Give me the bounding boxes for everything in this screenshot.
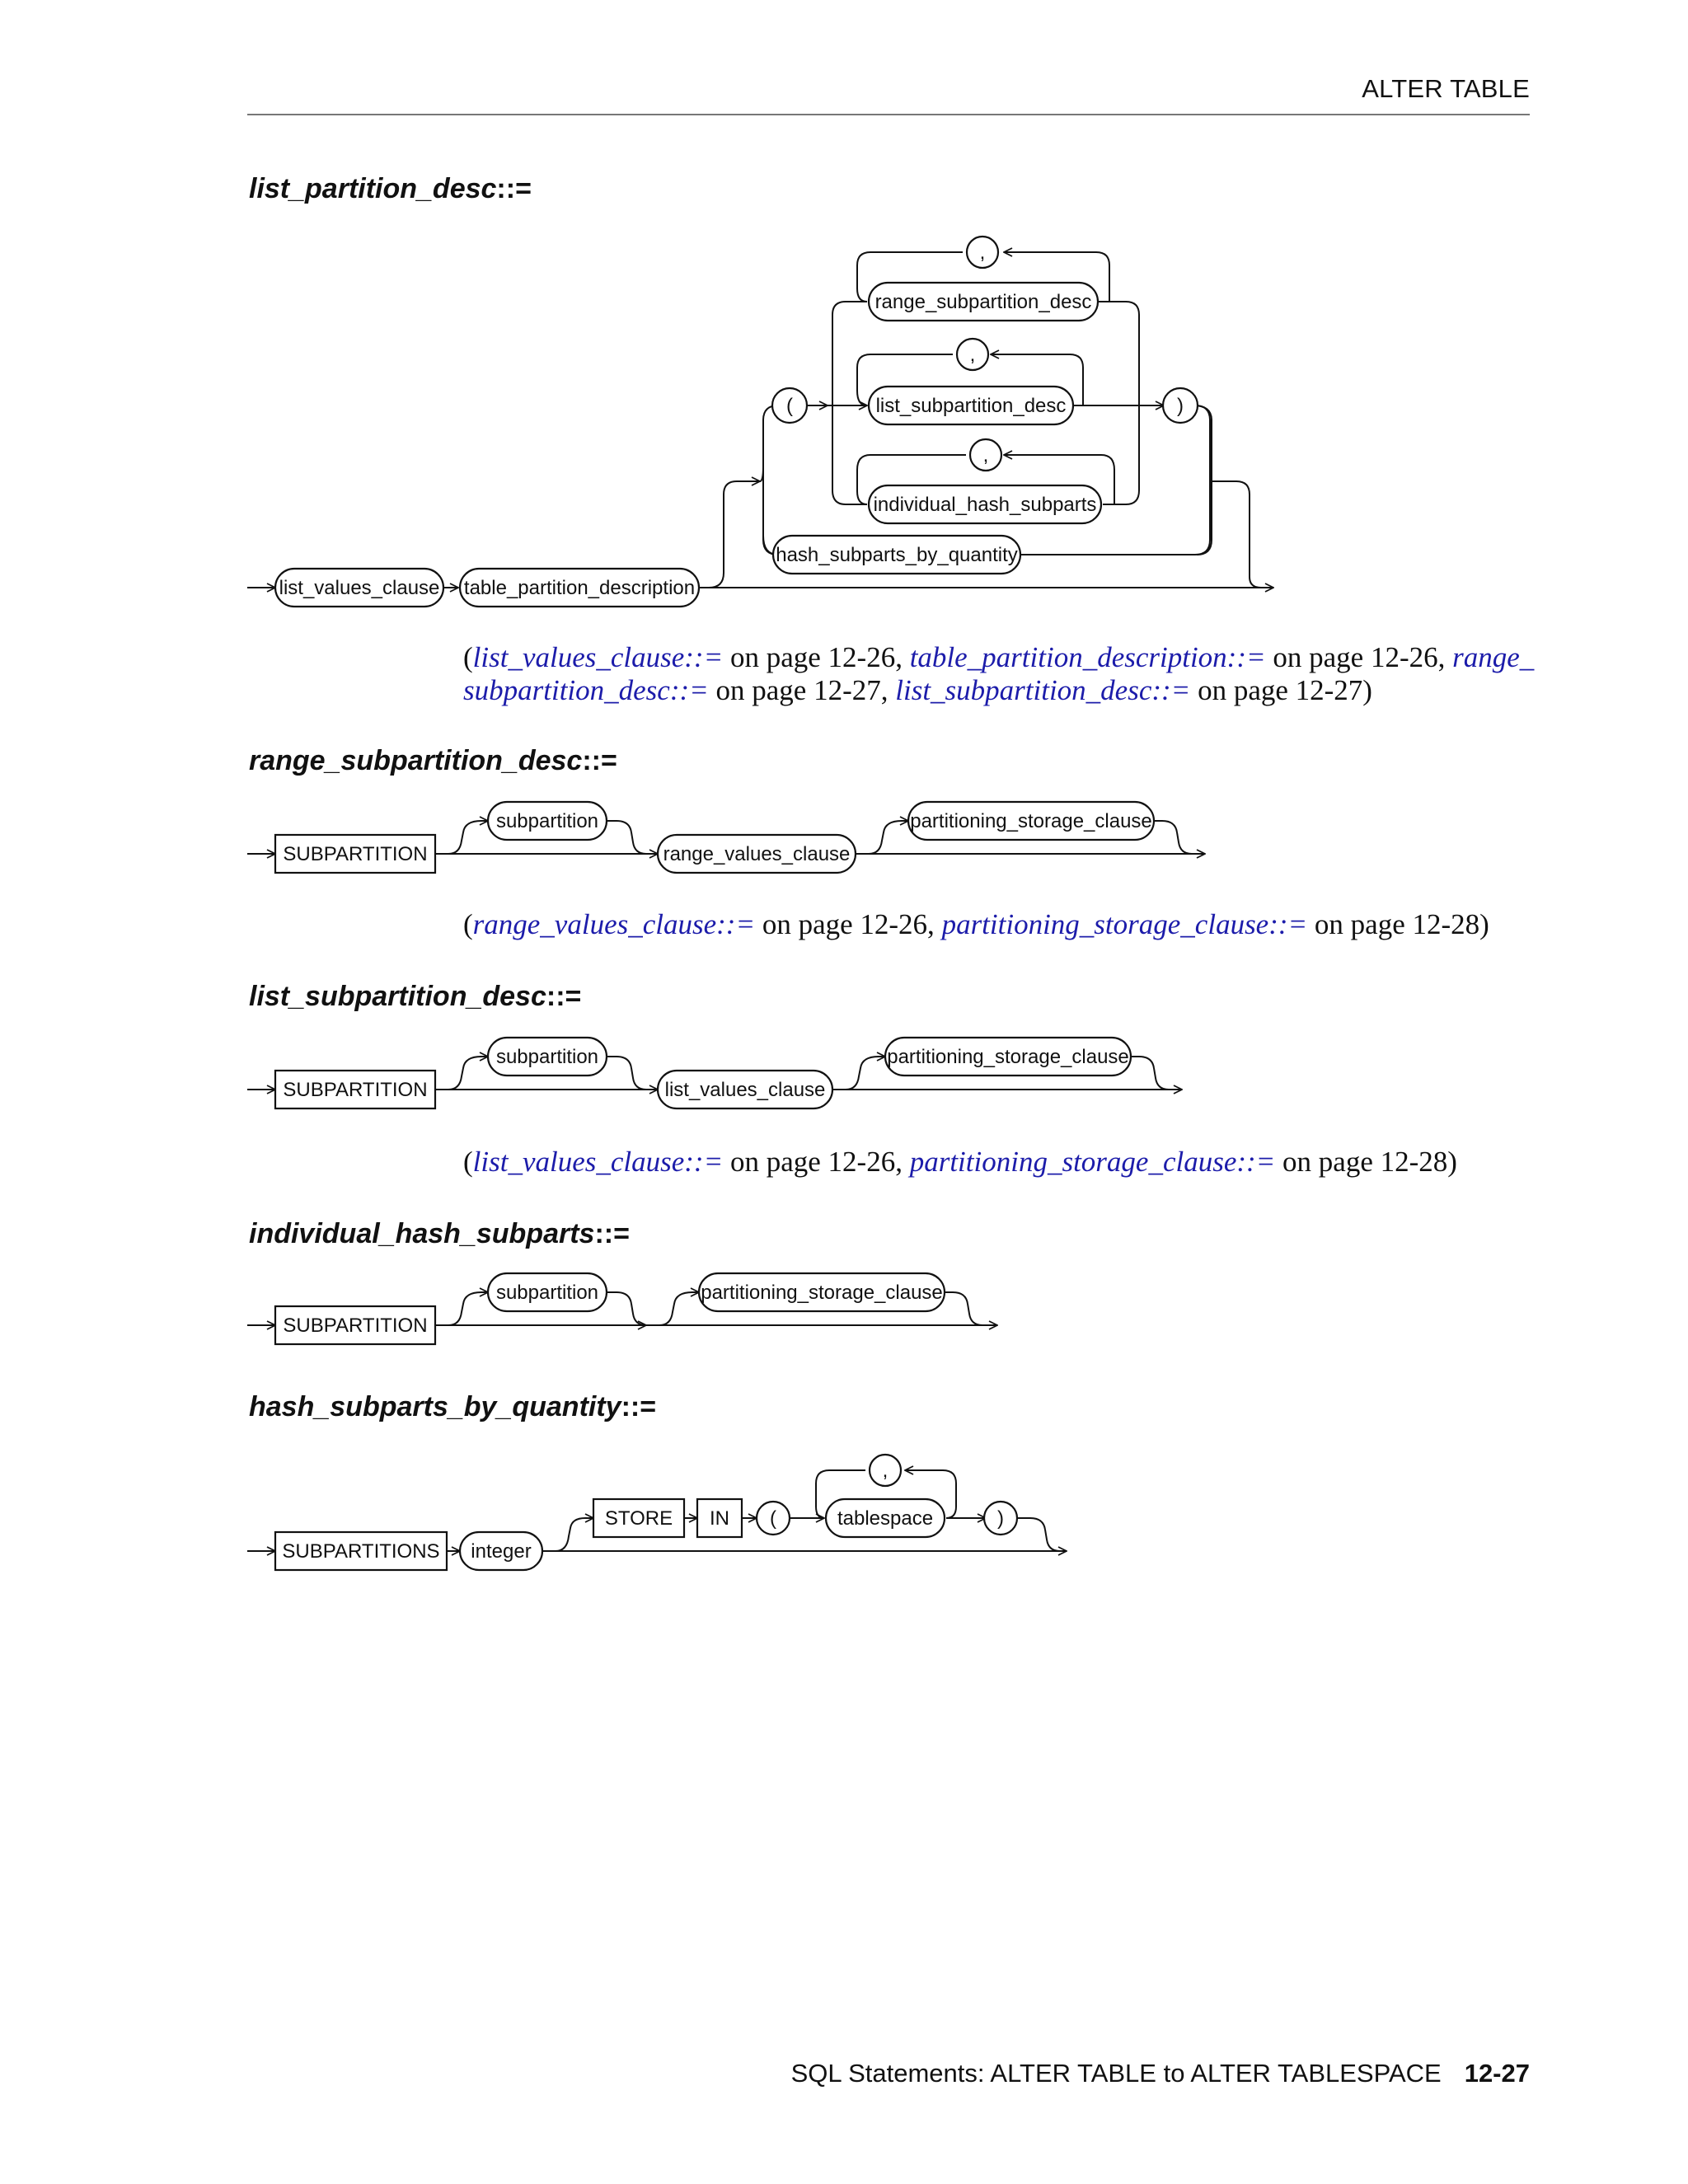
partitioning-storage-clause-node — [697, 1272, 946, 1313]
store-keyword-box — [592, 1497, 686, 1539]
subpartition-keyword-box — [274, 833, 437, 874]
section-title-list-partition-desc: list_partition_desc::= — [249, 173, 532, 204]
tablespace-node — [824, 1497, 946, 1539]
svg-text:partitioning_storage_clause: partitioning_storage_clause — [887, 1046, 1129, 1068]
svg-text:list_subpartition_desc: list_subpartition_desc — [876, 395, 1067, 417]
svg-text:subpartition: subpartition — [496, 810, 598, 832]
table-partition-description-node — [458, 567, 701, 608]
comma-node — [955, 337, 990, 372]
section-title-individual-hash-subparts: individual_hash_subparts::= — [249, 1218, 630, 1249]
left-paren-node — [771, 387, 809, 424]
section-title-list-subpartition-desc: list_subpartition_desc::= — [249, 981, 582, 1012]
syntax-diagram-list-partition-desc: list_values_clause table_partition_descr… — [247, 235, 1688, 608]
list-values-clause-node — [656, 1069, 834, 1110]
svg-text:subpartition: subpartition — [496, 1282, 598, 1304]
svg-text:,: , — [883, 1460, 889, 1482]
left-paren-node — [755, 1500, 791, 1536]
svg-text:partitioning_storage_clause: partitioning_storage_clause — [910, 810, 1152, 832]
cross-reference-2: (range_values_clause::= on page 12-26, p… — [463, 908, 1489, 940]
running-header-title: ALTER TABLE — [1362, 74, 1530, 103]
svg-text:range_values_clause: range_values_clause — [663, 843, 851, 865]
svg-text:list_values_clause: list_values_clause — [665, 1079, 826, 1101]
svg-text:IN: IN — [710, 1507, 729, 1530]
range-subpartition-desc-node — [867, 281, 1100, 322]
footer-title: SQL Statements: ALTER TABLE to ALTER TAB… — [790, 2059, 1442, 2088]
page-footer: SQL Statements: ALTER TABLE to ALTER TAB… — [791, 2059, 1530, 2088]
subpartition-keyword-box — [274, 1305, 437, 1346]
link-list-values-clause[interactable]: list_values_clause::= — [472, 1146, 724, 1178]
right-paren-node — [1161, 387, 1199, 424]
svg-text:,: , — [980, 241, 986, 264]
subpartition-node — [486, 1272, 608, 1313]
syntax-diagram-range-subpartition-desc: SUBPARTITION subpartition range_values_c… — [247, 800, 1688, 874]
link-range-subpartition-desc-cont[interactable]: subpartition_desc::= — [463, 674, 709, 706]
integer-node — [458, 1530, 544, 1572]
svg-text:(: ( — [770, 1507, 776, 1530]
svg-text:): ) — [1177, 395, 1184, 417]
syntax-diagram-hash-subparts-by-quantity: SUBPARTITIONS integer STORE IN ( , table… — [247, 1453, 1688, 1572]
subpartition-keyword-box — [274, 1069, 437, 1110]
svg-text:SUBPARTITIONS: SUBPARTITIONS — [282, 1540, 439, 1563]
page-number: 12-27 — [1464, 2059, 1530, 2088]
svg-text:table_partition_description: table_partition_description — [464, 577, 695, 599]
link-partitioning-storage-clause[interactable]: partitioning_storage_clause::= — [941, 908, 1308, 940]
list-subpartition-desc-node — [867, 385, 1075, 426]
partitioning-storage-clause-node — [884, 1036, 1132, 1077]
comma-node — [965, 235, 1000, 269]
svg-text:subpartition: subpartition — [496, 1046, 598, 1068]
svg-text:STORE: STORE — [605, 1507, 673, 1530]
link-table-partition-description[interactable]: table_partition_description::= — [909, 641, 1266, 673]
section-title-range-subpartition-desc: range_subpartition_desc::= — [249, 745, 617, 776]
page-header: ALTER TABLE — [247, 73, 1530, 115]
range-values-clause-node — [656, 833, 857, 874]
cross-reference-3: (list_values_clause::= on page 12-26, pa… — [463, 1146, 1457, 1178]
svg-text:partitioning_storage_clause: partitioning_storage_clause — [701, 1282, 943, 1304]
syntax-diagram-list-subpartition-desc: SUBPARTITION subpartition list_values_cl… — [247, 1036, 1688, 1110]
link-list-values-clause[interactable]: list_values_clause::= — [472, 641, 724, 673]
hash-subparts-by-quantity-node — [771, 534, 1022, 575]
svg-text:): ) — [997, 1507, 1004, 1530]
comma-node — [868, 1453, 903, 1488]
syntax-diagram-individual-hash-subparts: SUBPARTITION subpartition partitioning_s… — [247, 1272, 1688, 1346]
svg-text:(: ( — [786, 395, 793, 417]
in-keyword-box — [696, 1497, 743, 1539]
svg-text:,: , — [983, 444, 989, 466]
link-range-values-clause[interactable]: range_values_clause::= — [472, 908, 756, 940]
svg-text:hash_subparts_by_quantity: hash_subparts_by_quantity — [776, 544, 1018, 566]
link-range-subpartition-desc[interactable]: range_ — [1452, 641, 1535, 673]
svg-text:,: , — [970, 344, 976, 366]
svg-text:SUBPARTITION: SUBPARTITION — [283, 1079, 427, 1101]
comma-node — [968, 438, 1003, 472]
section-title-hash-subparts-by-quantity: hash_subparts_by_quantity::= — [249, 1391, 657, 1422]
partitioning-storage-clause-node — [907, 800, 1156, 841]
cross-reference-1: (list_values_clause::= on page 12-26, ta… — [463, 641, 1535, 706]
svg-text:SUBPARTITION: SUBPARTITION — [283, 843, 427, 865]
svg-text:integer: integer — [471, 1540, 531, 1563]
link-partitioning-storage-clause[interactable]: partitioning_storage_clause::= — [909, 1146, 1276, 1178]
svg-text:SUBPARTITION: SUBPARTITION — [283, 1315, 427, 1337]
svg-text:tablespace: tablespace — [837, 1507, 933, 1530]
subpartitions-keyword-box — [274, 1530, 448, 1572]
svg-text:individual_hash_subparts: individual_hash_subparts — [874, 494, 1097, 516]
subpartition-node — [486, 800, 608, 841]
individual-hash-subparts-node — [867, 484, 1103, 525]
svg-text:range_subpartition_desc: range_subpartition_desc — [875, 291, 1092, 313]
subpartition-node — [486, 1036, 608, 1077]
link-list-subpartition-desc[interactable]: list_subpartition_desc::= — [895, 674, 1191, 706]
right-paren-node — [982, 1500, 1019, 1536]
list-values-clause-node — [274, 567, 445, 608]
svg-text:list_values_clause: list_values_clause — [279, 577, 440, 599]
